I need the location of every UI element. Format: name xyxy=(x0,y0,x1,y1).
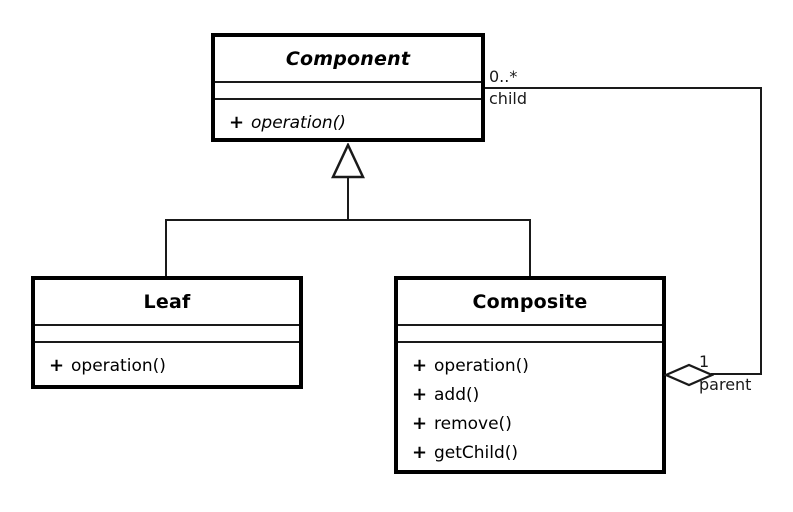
operation-signature: operation() xyxy=(251,113,346,133)
association-label-child-role: child xyxy=(489,89,527,108)
aggregation-line-top xyxy=(484,87,762,89)
generalization-drop-line-leaf xyxy=(165,219,167,277)
operation-visibility: + xyxy=(412,384,428,405)
generalization-stem-line xyxy=(347,178,349,221)
class-operations-compartment-component: + operation() xyxy=(215,100,481,138)
aggregation-line-right xyxy=(760,87,762,375)
class-operation-row: + remove() xyxy=(398,409,662,438)
class-attributes-compartment-composite xyxy=(398,326,662,343)
operation-visibility: + xyxy=(229,112,245,133)
class-operations-compartment-composite: + operation() + add() + remove() + getCh… xyxy=(398,343,662,470)
class-operation-row: + add() xyxy=(398,380,662,409)
class-attributes-compartment-leaf xyxy=(35,326,299,343)
generalization-drop-line-composite xyxy=(529,219,531,277)
class-name-compartment-component: Component xyxy=(215,37,481,83)
class-name-compartment-leaf: Leaf xyxy=(35,280,299,326)
association-label-parent-multiplicity: 1 xyxy=(699,352,710,371)
operation-signature: operation() xyxy=(434,356,529,376)
aggregation-diamond xyxy=(664,363,714,387)
operation-signature: operation() xyxy=(71,356,166,376)
operation-visibility: + xyxy=(412,355,428,376)
operation-signature: getChild() xyxy=(434,443,519,463)
class-box-leaf[interactable]: Leaf + operation() xyxy=(31,276,303,389)
class-box-component[interactable]: Component + operation() xyxy=(211,33,485,142)
operation-visibility: + xyxy=(49,355,65,376)
class-operations-compartment-leaf: + operation() xyxy=(35,343,299,385)
association-label-child-multiplicity: 0..* xyxy=(489,67,518,86)
class-name-leaf: Leaf xyxy=(143,290,191,313)
class-operation-row: + getChild() xyxy=(398,438,662,467)
class-operation-row: + operation() xyxy=(35,351,299,380)
operation-visibility: + xyxy=(412,442,428,463)
class-operation-row: + operation() xyxy=(215,108,481,137)
class-name-component: Component xyxy=(285,47,411,70)
operation-visibility: + xyxy=(412,413,428,434)
class-name-composite: Composite xyxy=(472,290,588,313)
generalization-triangle-arrowhead xyxy=(331,143,365,179)
class-name-compartment-composite: Composite xyxy=(398,280,662,326)
aggregation-line-bottom xyxy=(711,373,762,375)
class-attributes-compartment-component xyxy=(215,83,481,100)
operation-signature: add() xyxy=(434,385,480,405)
operation-signature: remove() xyxy=(434,414,512,434)
generalization-horizontal-bar xyxy=(165,219,531,221)
class-operation-row: + operation() xyxy=(398,351,662,380)
association-label-parent-role: parent xyxy=(699,375,752,394)
class-box-composite[interactable]: Composite + operation() + add() + remove… xyxy=(394,276,666,474)
